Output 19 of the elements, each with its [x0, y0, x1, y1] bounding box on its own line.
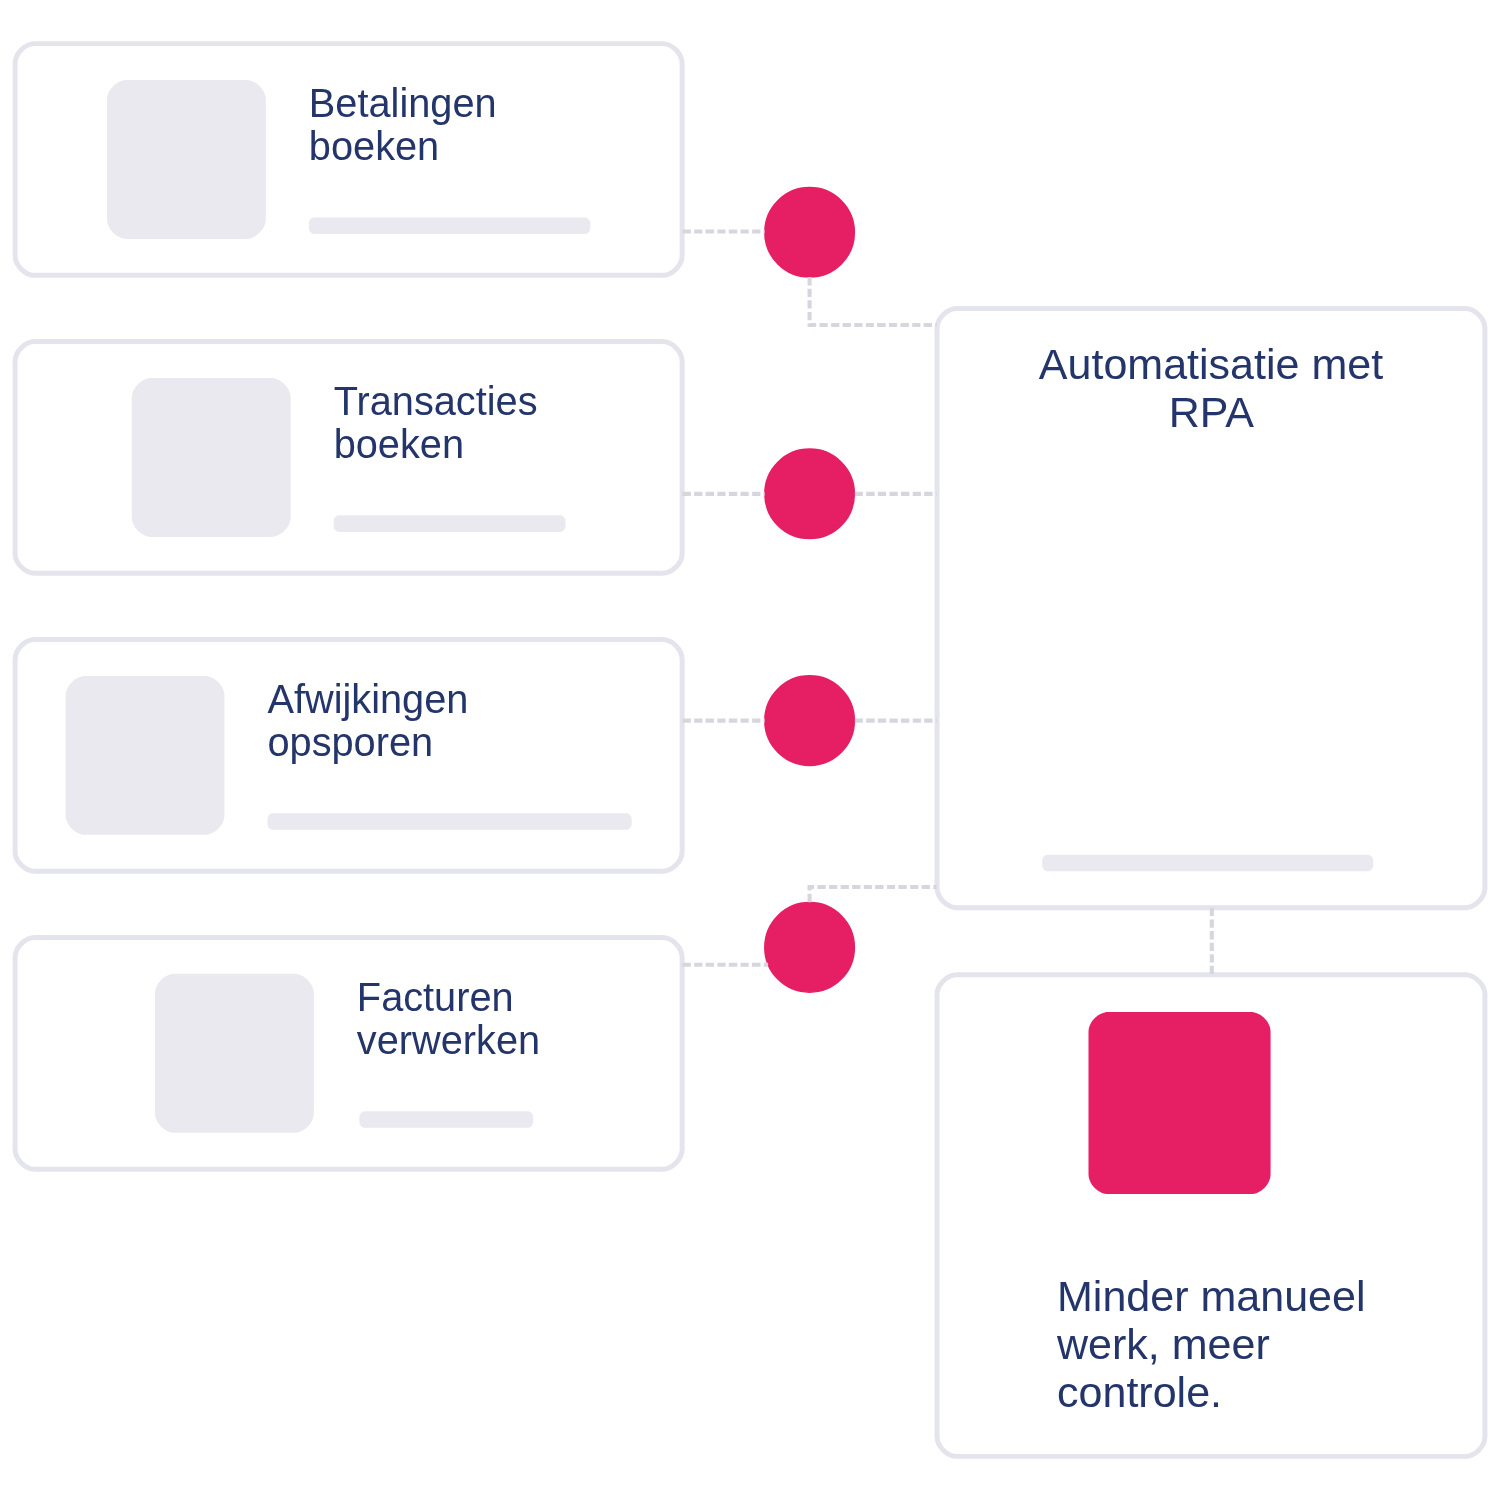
- connector: [682, 718, 765, 723]
- connector: [682, 491, 765, 496]
- connector: [807, 884, 937, 903]
- node-circle: [764, 186, 856, 278]
- node-box: Facturen verwerken: [12, 934, 685, 1172]
- node-box: Afwijkingen opsporen: [12, 637, 685, 874]
- connector: [682, 962, 769, 967]
- connector: [682, 229, 765, 234]
- node-circle: [764, 901, 856, 993]
- node-box: Minder manueel werk, meer controle.: [934, 972, 1488, 1459]
- node-box: Automatisatie met RPA: [934, 305, 1488, 911]
- connector: [854, 718, 937, 723]
- node-box: Betalingen boeken: [12, 41, 685, 278]
- node-circle: [764, 448, 856, 540]
- node-circle: [764, 675, 856, 767]
- connector: [854, 491, 937, 496]
- node-box: Transacties boeken: [12, 339, 685, 576]
- connector: [807, 277, 937, 328]
- connector: [1209, 907, 1214, 975]
